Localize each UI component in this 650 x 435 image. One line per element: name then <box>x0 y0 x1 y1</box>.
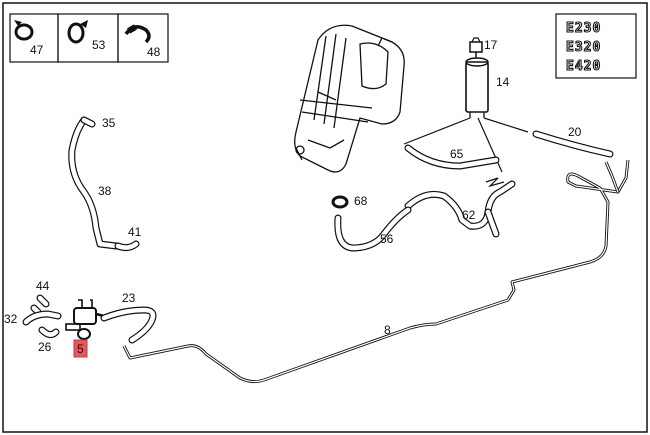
canister-leader-lines <box>403 117 529 173</box>
hose-38-assembly: 35 38 41 <box>68 116 142 252</box>
fuel-tank-drawing <box>294 24 405 173</box>
clip-box-group: 47 53 48 <box>9 13 169 63</box>
clip-box-53 <box>57 13 119 63</box>
model-badge-e420: E420 <box>566 59 601 74</box>
label-44: 44 <box>36 279 50 293</box>
clip-68-icon <box>331 195 349 209</box>
vent-line-8: 8 <box>122 159 630 384</box>
label-68: 68 <box>354 194 368 208</box>
charcoal-canister: 17 14 <box>465 37 510 118</box>
label-65: 65 <box>450 147 464 161</box>
label-5: 5 <box>77 342 84 356</box>
cap-17-icon <box>469 41 483 53</box>
label-41: 41 <box>128 225 142 239</box>
label-20: 20 <box>568 125 582 139</box>
hose-clip-48-icon <box>124 24 151 44</box>
label-14: 14 <box>496 75 510 89</box>
shutoff-valve-5: 5 <box>65 299 105 358</box>
model-badge-e230: E230 <box>566 21 601 36</box>
model-badge-e320: E320 <box>566 40 601 55</box>
label-17: 17 <box>484 38 498 52</box>
clip-box-48 <box>117 13 169 63</box>
label-32: 32 <box>4 312 18 326</box>
small-parts-44-32-26: 44 32 26 <box>4 279 62 354</box>
hose-65: 65 <box>404 144 500 170</box>
label-8: 8 <box>384 323 391 337</box>
hose-56: 68 56 <box>331 194 412 252</box>
label-35: 35 <box>102 116 116 130</box>
hose-62: 62 <box>404 180 516 238</box>
label-47: 47 <box>30 43 44 57</box>
hose-20: 20 <box>532 125 614 158</box>
label-53: 53 <box>92 38 106 52</box>
label-62: 62 <box>462 208 476 222</box>
highlight-box-5 <box>73 339 88 358</box>
label-38: 38 <box>98 184 112 198</box>
hose-23: 23 <box>100 291 157 344</box>
label-48: 48 <box>147 45 161 59</box>
model-badge-box: E230 E320 E420 <box>555 13 637 79</box>
label-56: 56 <box>380 232 394 246</box>
canister-body-icon <box>465 61 489 113</box>
hose-clip-53-icon <box>67 20 88 44</box>
hose-clip-47-icon <box>14 20 34 41</box>
label-26: 26 <box>38 340 52 354</box>
break-mark-icon <box>485 177 505 188</box>
model-badge-frame <box>555 13 637 79</box>
label-23: 23 <box>122 291 136 305</box>
